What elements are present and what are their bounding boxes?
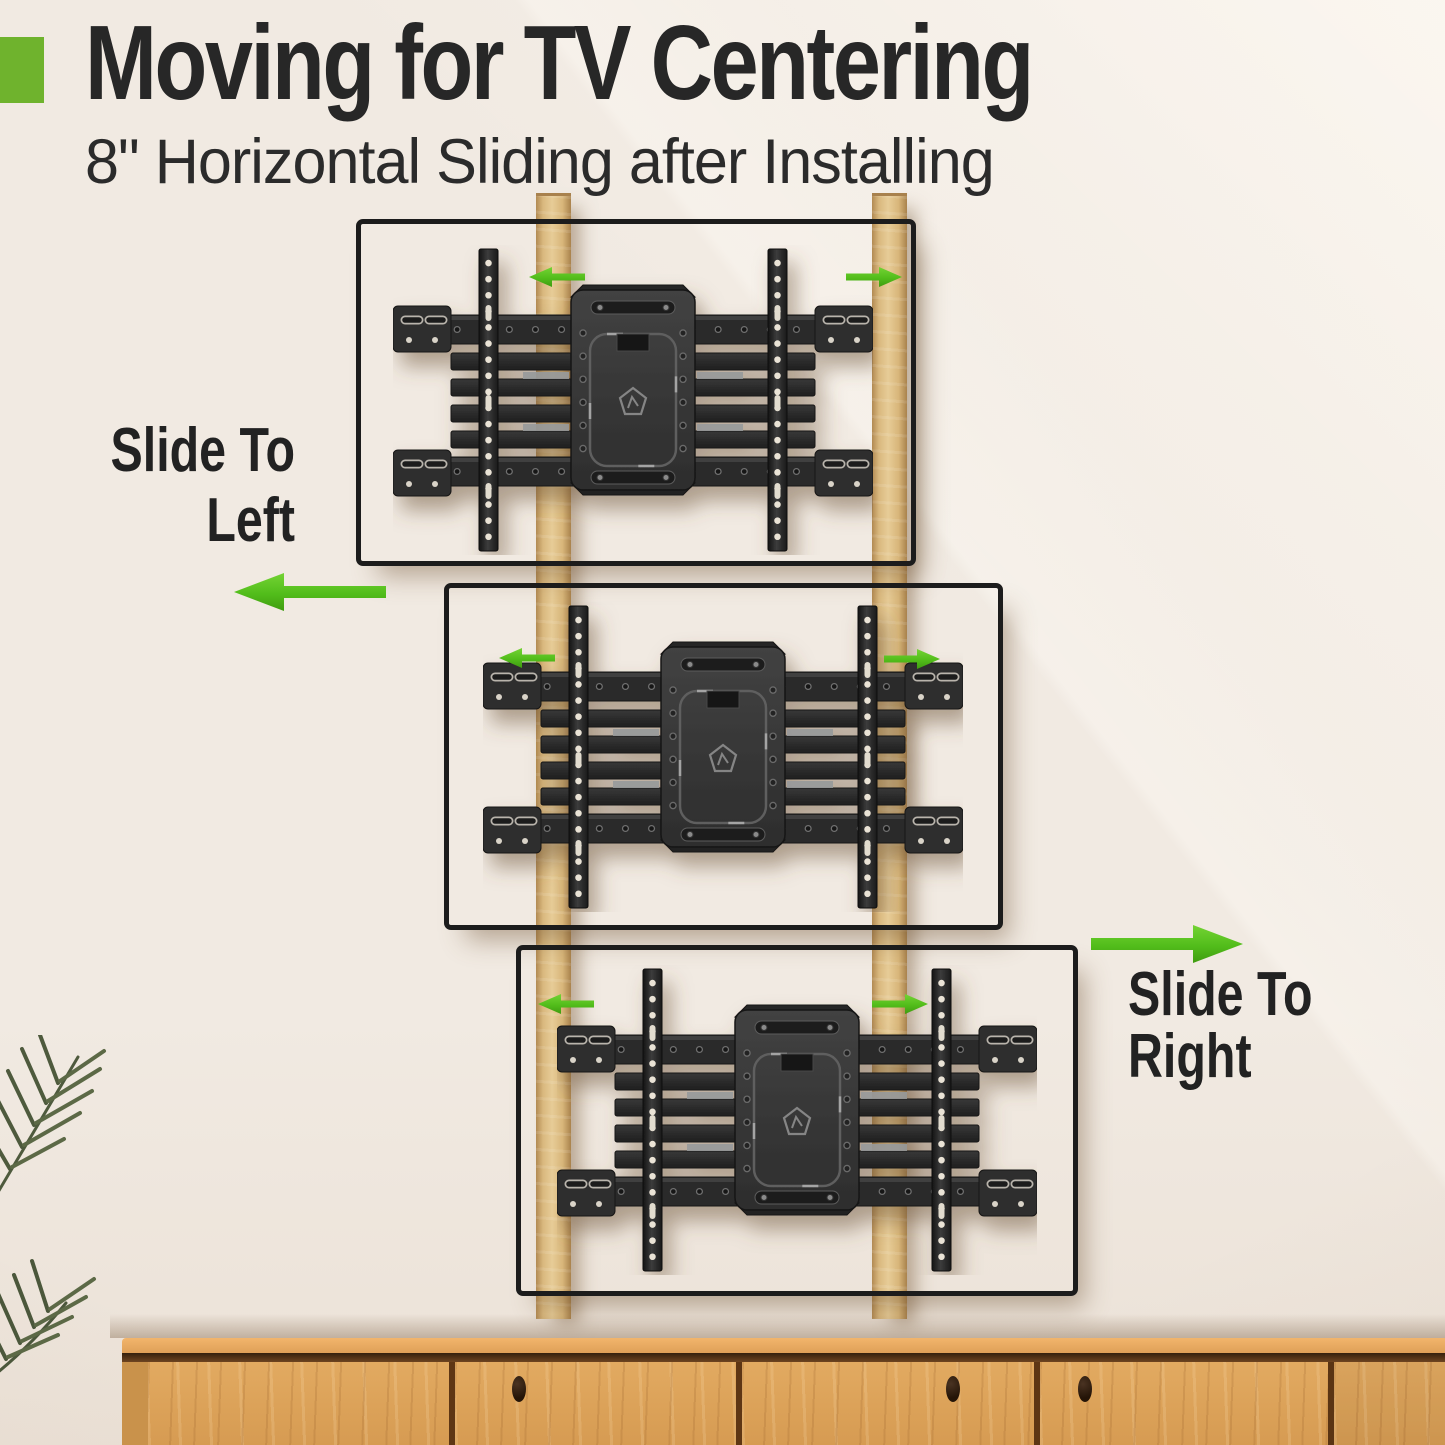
slide-right-arrow-icon bbox=[872, 994, 928, 1014]
slide-to-left-label: Slide To Left bbox=[92, 416, 295, 556]
slide-to-right-line1: Slide To bbox=[1128, 960, 1313, 1029]
cabinet-door bbox=[449, 1362, 736, 1445]
slide-left-arrow-icon bbox=[538, 994, 594, 1014]
big-slide-left-arrow-icon bbox=[234, 573, 386, 611]
cabinet-handle bbox=[512, 1376, 526, 1402]
slide-left-arrow-icon bbox=[499, 648, 555, 668]
cabinet-handle bbox=[1078, 1376, 1092, 1402]
page-subtitle: 8" Horizontal Sliding after Installing bbox=[85, 127, 995, 197]
cabinet-countertop bbox=[122, 1338, 1445, 1353]
green-accent-square bbox=[0, 37, 44, 103]
slide-to-right-line2: Right bbox=[1128, 1022, 1252, 1091]
slide-to-right-label: Slide To Right bbox=[1128, 964, 1362, 1088]
cabinet-door bbox=[736, 1362, 1034, 1445]
tv-mount-bottom bbox=[557, 965, 1037, 1275]
page-title: Moving for TV Centering bbox=[85, 4, 1034, 122]
wood-cabinet bbox=[122, 1338, 1445, 1445]
slide-to-left-line2: Left bbox=[206, 486, 295, 555]
cabinet-handle bbox=[946, 1376, 960, 1402]
cabinet-door bbox=[1034, 1362, 1328, 1445]
cabinet-top-shadow bbox=[122, 1353, 1445, 1362]
slide-right-arrow-icon bbox=[846, 267, 902, 287]
slide-left-arrow-icon bbox=[529, 267, 585, 287]
tv-mount-top bbox=[393, 245, 873, 555]
slide-to-left-line1: Slide To bbox=[110, 416, 295, 485]
cabinet-door bbox=[148, 1362, 449, 1445]
cabinet-wall-shadow bbox=[110, 1314, 1445, 1338]
palm-plant bbox=[0, 1035, 106, 1373]
cabinet-door bbox=[1328, 1362, 1445, 1445]
slide-right-arrow-icon bbox=[884, 649, 940, 669]
cabinet-doors bbox=[122, 1362, 1445, 1445]
